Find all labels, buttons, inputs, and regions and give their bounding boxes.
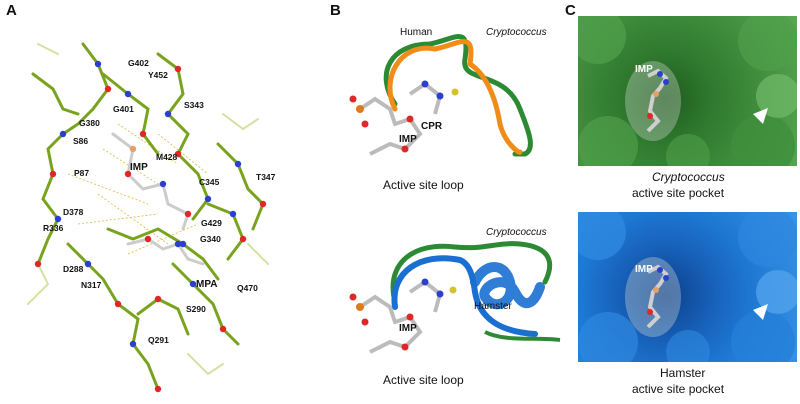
pocket-caption-species: Cryptococcus [652, 170, 725, 184]
ligand-sticks [111, 132, 205, 266]
residue-label: Q470 [237, 283, 258, 293]
residue-label: N317 [81, 280, 102, 290]
surface-pocket-cryptococcus: IMP [578, 16, 797, 166]
residue-label: Q291 [148, 335, 169, 345]
species-label-hamster: Hamster [474, 301, 512, 312]
ligand-label-imp: IMP [399, 323, 417, 334]
residue-label: S86 [73, 136, 89, 146]
residue-label: G429 [201, 218, 222, 228]
panel-b-letter: B [330, 2, 341, 19]
hydrogen-bonds [67, 123, 209, 255]
residue-label: S290 [186, 304, 206, 314]
residue-label: S343 [184, 100, 204, 110]
ligand-label-cpr: CPR [421, 121, 443, 132]
pocket-caption-rest: active site pocket [632, 186, 725, 200]
residue-sticks [31, 42, 265, 391]
residue-label: T347 [256, 172, 276, 182]
residue-label: M428 [156, 152, 178, 162]
loop-overlay-cryptococcus-hamster [349, 241, 561, 354]
pocket-surface-detail [578, 16, 797, 166]
surface-pocket-hamster: IMP [578, 212, 797, 362]
residue-label: IMP [130, 162, 148, 173]
panel-a-structure [27, 42, 269, 393]
loop-caption-top: Active site loop [383, 178, 464, 192]
ligand-label-imp: IMP [635, 64, 653, 75]
residue-label: G380 [79, 118, 100, 128]
pocket-caption-rest: active site pocket [632, 382, 725, 396]
residue-label: R336 [43, 223, 64, 233]
residue-label: P87 [74, 168, 90, 178]
residue-label: C345 [199, 177, 220, 187]
atoms [34, 60, 267, 393]
loop-overlay-human-cryptococcus [349, 34, 533, 157]
ligand-label-imp: IMP [635, 264, 653, 275]
panel-c-letter: C [565, 2, 576, 19]
species-label-cryptococcus: Cryptococcus [486, 27, 547, 38]
ligand-label-imp: IMP [399, 134, 417, 145]
residue-label: MPA [196, 279, 218, 290]
residue-label: G401 [113, 104, 134, 114]
residue-label: D378 [63, 207, 84, 217]
pocket-surface-detail [578, 212, 797, 362]
loop-caption-bottom: Active site loop [383, 373, 464, 387]
species-label-human: Human [400, 27, 433, 38]
panel-a-letter: A [6, 2, 17, 19]
species-label-cryptococcus: Cryptococcus [486, 227, 547, 238]
pocket-caption-species: Hamster [660, 366, 706, 380]
residue-label: Y452 [148, 70, 168, 80]
faded-residues [27, 43, 269, 376]
residue-label: D288 [63, 264, 84, 274]
residue-label: G340 [200, 234, 221, 244]
residue-label: G402 [128, 58, 149, 68]
